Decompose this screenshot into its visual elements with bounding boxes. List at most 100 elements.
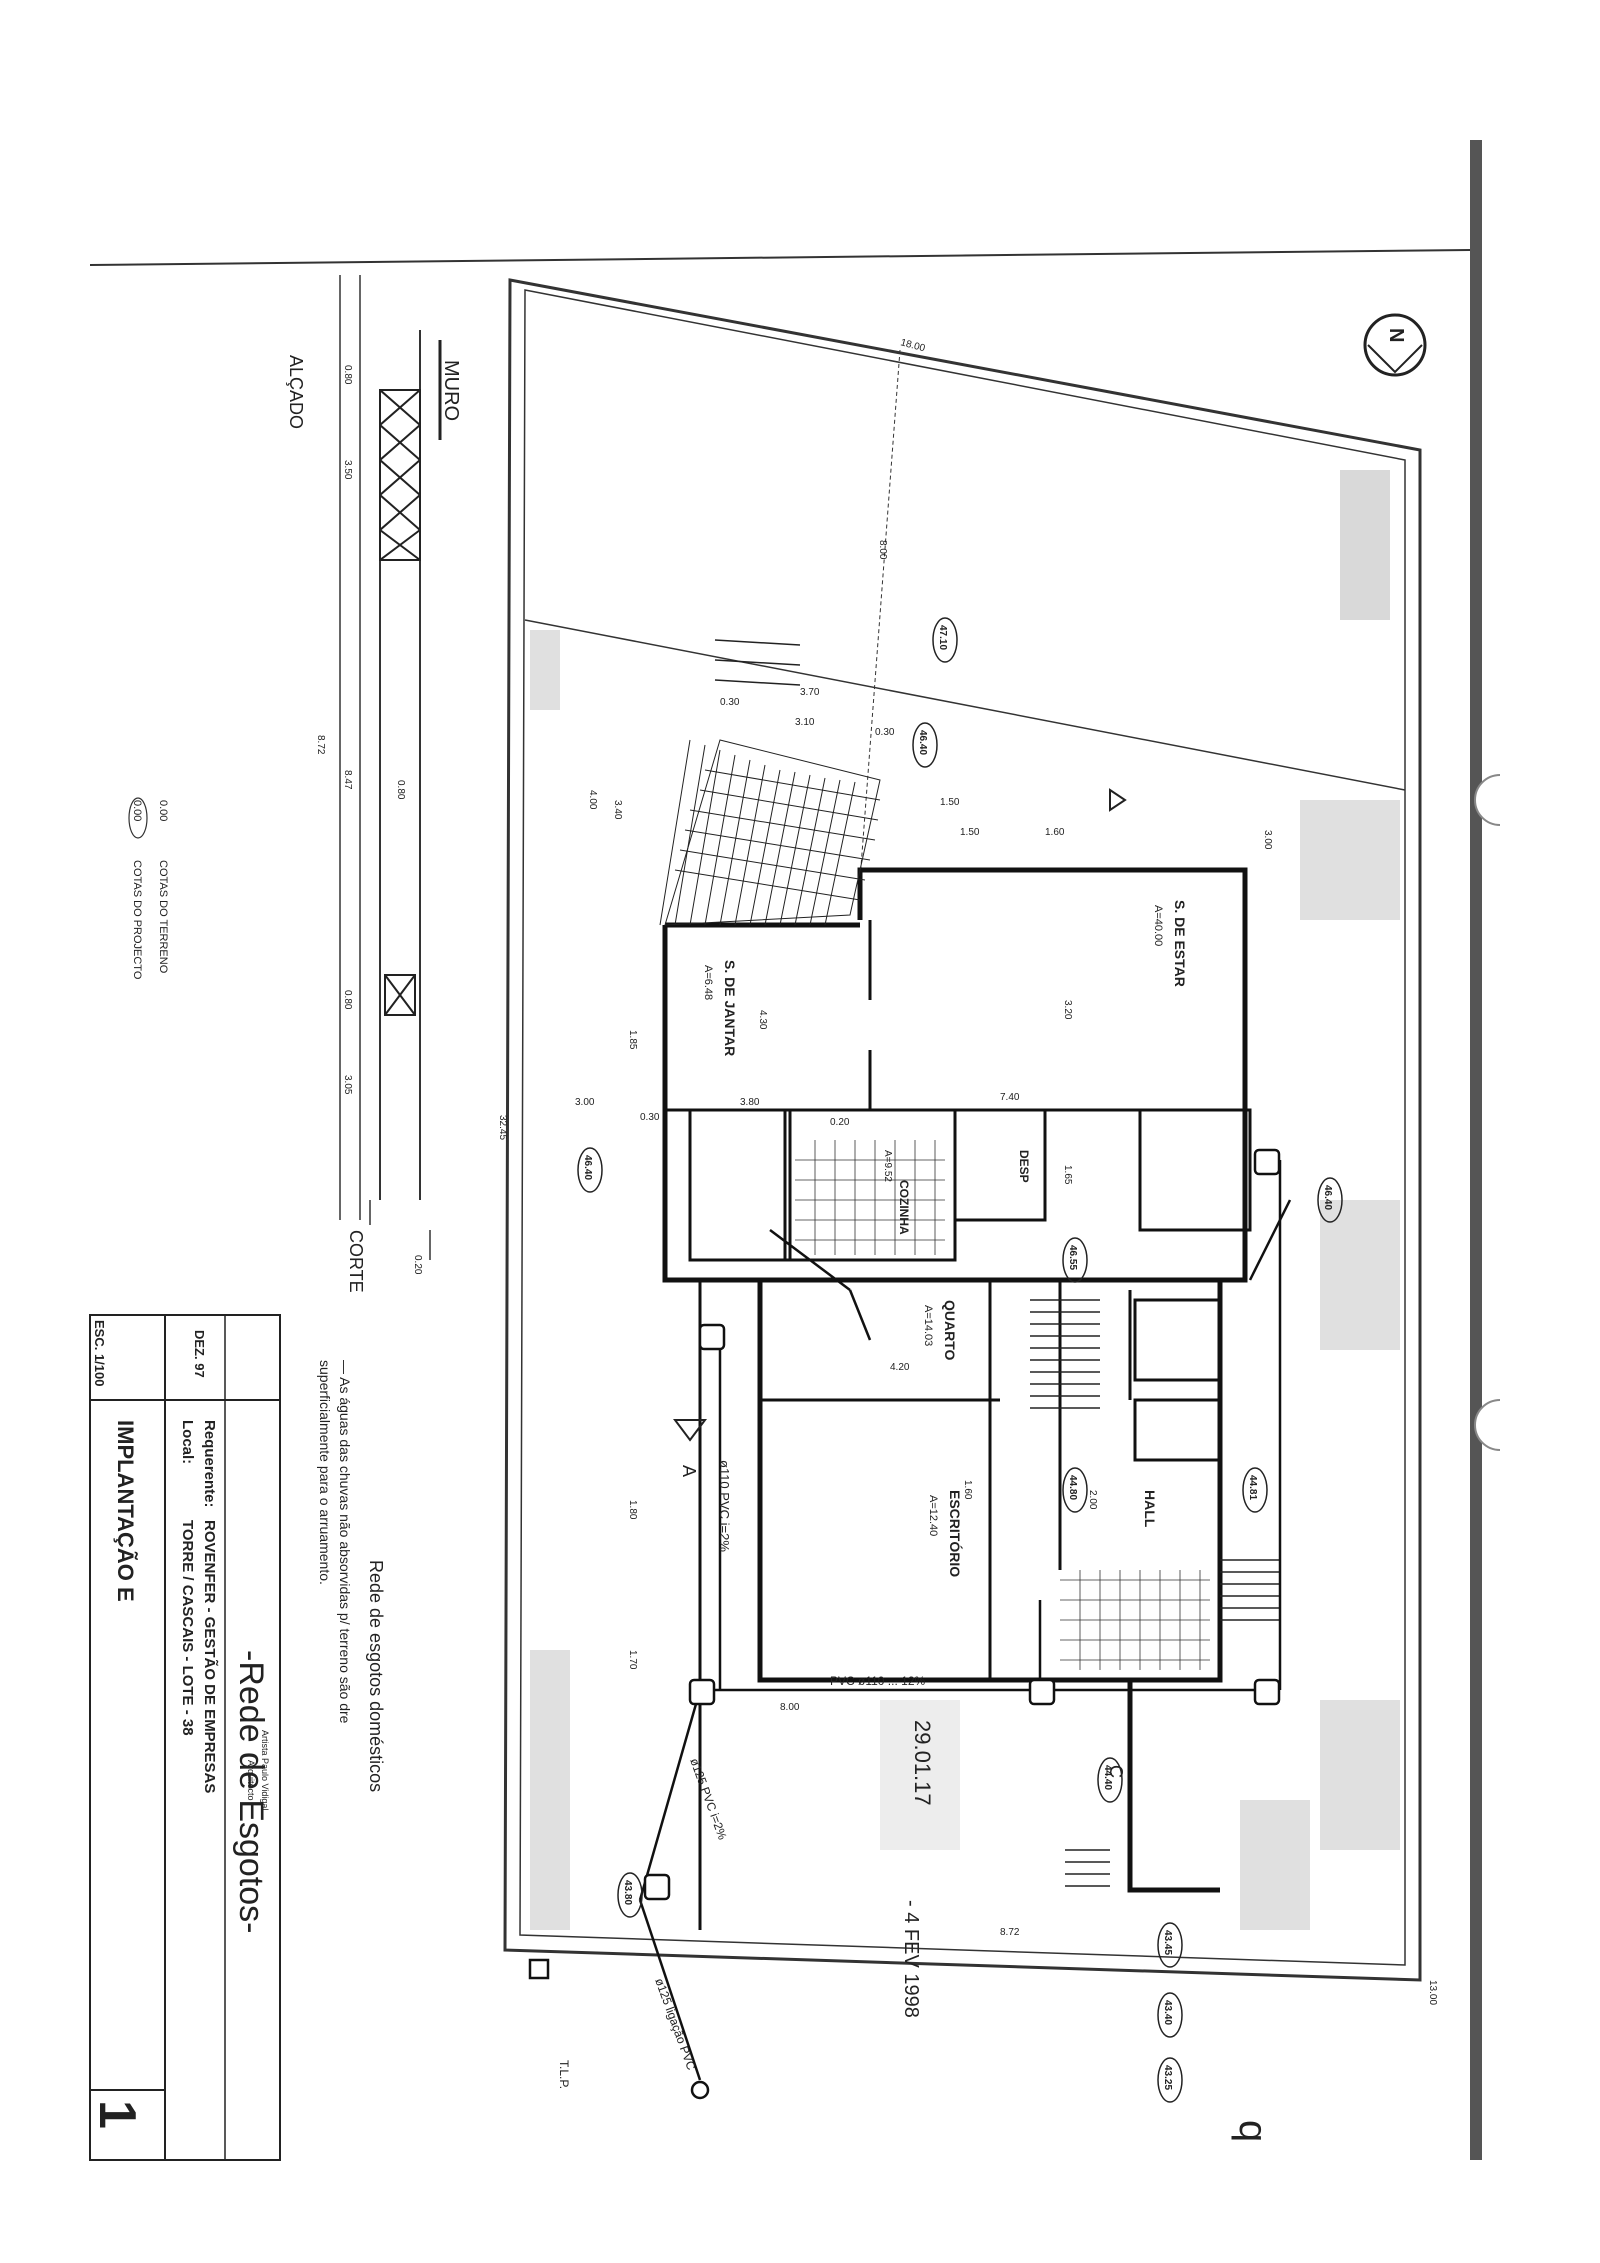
svg-text:4.20: 4.20 xyxy=(890,1362,910,1373)
room-jantar-area: A=6.48 xyxy=(702,965,714,1000)
legend-projecto-value: 0.00 xyxy=(131,800,143,821)
svg-text:3.80: 3.80 xyxy=(740,1097,760,1108)
svg-text:8.47: 8.47 xyxy=(342,770,353,790)
room-escritorio: ESCRITÓRIO xyxy=(947,1490,964,1577)
svg-text:3.00: 3.00 xyxy=(575,1097,595,1108)
elevation-dimensions: 0.80 3.50 8.72 8.47 0.80 0.80 3.05 0.20 xyxy=(315,365,423,1275)
rede-note: Rede de esgotos domésticos xyxy=(366,1560,386,1792)
small-rooms xyxy=(688,1108,1252,1462)
svg-text:43.80: 43.80 xyxy=(622,1880,633,1905)
title-block-text: DEZ. 97 Requerente: ROVENFER - GESTÃO DE… xyxy=(88,1320,270,2129)
svg-text:3.00: 3.00 xyxy=(1262,830,1273,850)
wall-elevation xyxy=(339,275,442,1260)
svg-text:2.00: 2.00 xyxy=(1087,1490,1098,1510)
svg-text:7.40: 7.40 xyxy=(1000,1092,1020,1103)
rede-title: -Rede de Esgotos- xyxy=(232,1650,270,1934)
svg-text:0.20: 0.20 xyxy=(412,1255,423,1275)
room-escritorio-area: A=12.40 xyxy=(927,1495,939,1536)
binder-hole-top xyxy=(1474,774,1501,826)
svg-text:18.00: 18.00 xyxy=(899,337,926,354)
room-desp: DESP xyxy=(1017,1150,1031,1183)
svg-text:32.45: 32.45 xyxy=(497,1115,508,1140)
svg-text:1.60: 1.60 xyxy=(1045,827,1065,838)
svg-text:0.30: 0.30 xyxy=(720,697,740,708)
room-cozinha: COZINHA xyxy=(897,1180,911,1235)
terrace-tiles xyxy=(659,739,881,926)
svg-text:3.20: 3.20 xyxy=(1062,1000,1073,1020)
tb-title: IMPLANTAÇÃO E xyxy=(113,1420,138,1602)
corte-label: CORTE xyxy=(346,1230,366,1293)
svg-text:8.00: 8.00 xyxy=(877,540,888,560)
svg-text:1.85: 1.85 xyxy=(627,1030,638,1050)
stamp-date: - 4 FEV 1998 xyxy=(900,1900,922,2018)
svg-text:8.00: 8.00 xyxy=(780,1702,800,1713)
tb-architect: Artista Paulo Vidigal xyxy=(260,1730,270,1810)
compass-letter: N xyxy=(1385,328,1407,342)
binder-hole-bottom xyxy=(1474,1399,1501,1451)
tb-sheet: 1 xyxy=(88,2100,146,2129)
svg-text:47.10: 47.10 xyxy=(937,625,948,650)
room-labels: S. DE ESTAR A=40.00 S. DE JANTAR A=6.48 … xyxy=(702,900,1188,1577)
svg-text:0.80: 0.80 xyxy=(395,780,406,800)
svg-text:0.20: 0.20 xyxy=(830,1117,850,1128)
svg-text:46.40: 46.40 xyxy=(917,730,928,755)
plot-boundary xyxy=(503,278,1422,1982)
aguas-note: — As águas das chuvas não absorvidas p/ … xyxy=(337,1360,353,1724)
muro-label: MURO xyxy=(440,360,462,421)
room-quarto-area: A=14.03 xyxy=(922,1305,934,1346)
aguas-note-2: superficialmente para o arruamento. xyxy=(317,1360,333,1585)
tlp-label: T.L.P. xyxy=(557,2060,571,2089)
svg-text:43.40: 43.40 xyxy=(1162,2000,1173,2025)
alcado-label: ALÇADO xyxy=(286,355,306,429)
svg-text:3.10: 3.10 xyxy=(795,717,815,728)
room-estar: S. DE ESTAR xyxy=(1172,900,1188,987)
svg-text:0.80: 0.80 xyxy=(342,365,353,385)
sewage-network xyxy=(638,1160,1292,2081)
scan-edge-bar xyxy=(1470,140,1482,2160)
room-hall: HALL xyxy=(1142,1490,1158,1528)
signature: q xyxy=(1231,2120,1275,2142)
stamp-code: 29.01.17 xyxy=(910,1720,935,1806)
bath-tiles xyxy=(1060,1570,1210,1670)
tb-architect-2: Arquitecto xyxy=(246,1760,256,1801)
plan-dimensions: 18.00 8.00 3.70 3.10 0.30 0.30 1.50 1.50… xyxy=(497,337,1438,2005)
svg-text:3.70: 3.70 xyxy=(800,687,820,698)
svg-text:3.40: 3.40 xyxy=(612,800,623,820)
north-arrow-icon: N xyxy=(1363,313,1427,377)
title-block xyxy=(89,1314,281,2161)
staircase xyxy=(714,639,1280,1887)
svg-text:0.80: 0.80 xyxy=(342,990,353,1010)
kitchen-tiles xyxy=(795,1140,945,1255)
legend-terreno-label: COTAS DO TERRENO xyxy=(157,860,169,974)
room-estar-area: A=40.00 xyxy=(1152,905,1164,946)
svg-text:43.25: 43.25 xyxy=(1162,2065,1173,2090)
tb-date: DEZ. 97 xyxy=(192,1330,207,1378)
level-markers: 47.10 46.40 46.40 46.40 46.55 44.80 44.8… xyxy=(577,617,1343,2103)
svg-text:43.45: 43.45 xyxy=(1162,1930,1173,1955)
svg-text:3.05: 3.05 xyxy=(342,1075,353,1095)
tb-local-label: Local: xyxy=(179,1420,196,1464)
legend-projecto-label: COTAS DO PROJECTO xyxy=(131,860,143,980)
tb-escala: ESC. 1/100 xyxy=(92,1320,107,1387)
garden-stipple xyxy=(530,470,1400,1930)
svg-text:1.70: 1.70 xyxy=(627,1650,638,1670)
section-c: C xyxy=(1106,1765,1126,1778)
svg-text:46.40: 46.40 xyxy=(582,1155,593,1180)
svg-text:44.81: 44.81 xyxy=(1247,1475,1258,1500)
tb-local: TORRE / CASCAIS - LOTE - 38 xyxy=(179,1520,196,1736)
svg-text:13.00: 13.00 xyxy=(1427,1980,1438,2005)
legend: 0.00 COTAS DO TERRENO 0.00 COTAS DO PROJ… xyxy=(128,797,169,980)
section-a: A xyxy=(679,1465,699,1477)
pvc-label-2: PVC ø110 ... 12% xyxy=(830,1674,925,1688)
svg-text:1.50: 1.50 xyxy=(940,797,960,808)
svg-text:1.80: 1.80 xyxy=(627,1500,638,1520)
svg-text:8.72: 8.72 xyxy=(1000,1927,1020,1938)
svg-text:1.60: 1.60 xyxy=(962,1480,973,1500)
pvc-label-1: ø110 PVC i=2% xyxy=(717,1460,732,1552)
pvc-label-3: ø125 PVC i=2% xyxy=(687,1756,730,1842)
svg-text:0.30: 0.30 xyxy=(875,727,895,738)
legend-terreno-value: 0.00 xyxy=(157,800,169,821)
svg-text:4.30: 4.30 xyxy=(757,1010,768,1030)
room-quarto: QUARTO xyxy=(942,1300,958,1361)
